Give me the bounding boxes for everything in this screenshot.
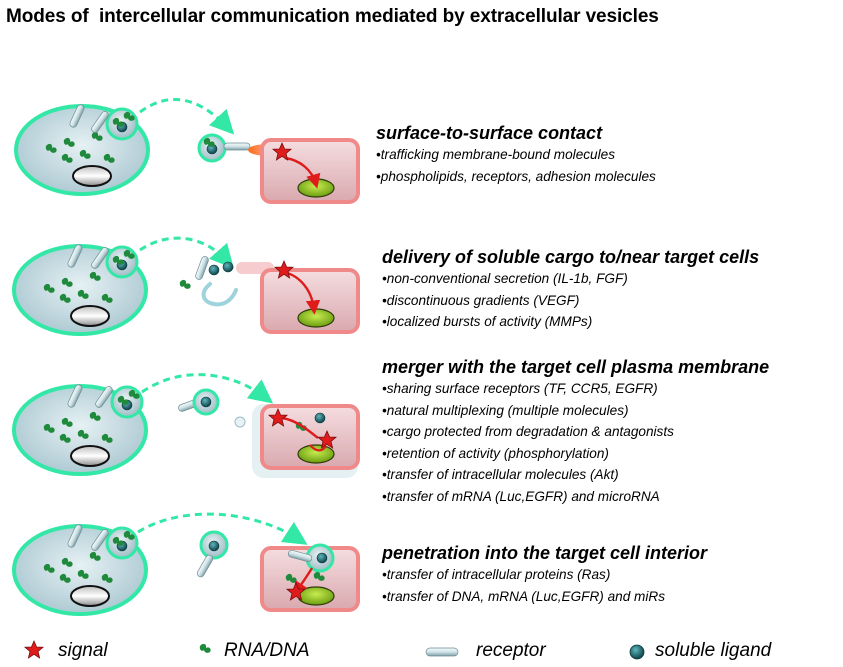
panel-1-heading: surface-to-surface contact (376, 123, 603, 143)
panel-3-bullet-1: •sharing surface receptors (TF, CCR5, EG… (382, 381, 658, 396)
page-title: Modes of intercellular communication med… (6, 6, 659, 27)
panel-1-illustration (16, 98, 360, 204)
panel-3-bullet-2: •natural multiplexing (multiple molecule… (382, 402, 629, 418)
legend-label-rna-dna: RNA/DNA (224, 640, 310, 661)
panel-3-bullet-5: •transfer of intracellular molecules (Ak… (382, 467, 619, 482)
panel-3-bullet-3: •cargo protected from degradation & anta… (382, 424, 674, 439)
ev-ruptured (179, 255, 274, 307)
panel-2-illustration (14, 236, 360, 334)
ev-internalized (287, 543, 335, 573)
panel-4-illustration (14, 512, 360, 614)
panel-2-text: delivery of soluble cargo to/near target… (382, 246, 759, 333)
panel-4-text: penetration into the target cell interio… (382, 542, 707, 607)
legend-label-signal: signal (58, 640, 108, 661)
soluble-ligand-icon (629, 644, 645, 660)
panel-3-illustration (14, 373, 360, 478)
legend-label-receptor: receptor (476, 640, 546, 661)
panel-2-bullet-1: •non-conventional secretion (IL-1b, FGF) (382, 271, 628, 286)
rna-dna-icon (199, 643, 211, 653)
panel-4-heading: penetration into the target cell interio… (382, 543, 708, 563)
panel-2-bullet-2: •discontinuous gradients (VEGF) (382, 292, 580, 308)
panel-4-bullet-1: •transfer of intracellular proteins (Ras… (382, 567, 611, 582)
panel-2-heading: delivery of soluble cargo to/near target… (382, 247, 760, 267)
panel-1-bullet-1: •trafficking membrane-bound molecules (376, 147, 615, 162)
panel-4-bullet-2: •transfer of DNA, mRNA (Luc,EGFR) and mi… (382, 588, 665, 604)
panel-3-bullet-4: •retention of activity (phosphorylation) (382, 445, 609, 461)
panel-2-bullet-3: •localized bursts of activity (MMPs) (382, 314, 593, 329)
panel-3-bullet-6: •transfer of mRNA (Luc,EGFR) and microRN… (382, 488, 660, 504)
legend-icons (24, 640, 645, 660)
panel-1-text: surface-to-surface contact •trafficking … (376, 122, 656, 187)
legend-label-soluble-ligand: soluble ligand (655, 640, 772, 661)
panel-3-text: merger with the target cell plasma membr… (382, 356, 769, 507)
panel-1-bullet-2: •phospholipids, receptors, adhesion mole… (376, 168, 656, 184)
ev-in-transit-4 (195, 530, 229, 579)
receptor-icon (425, 647, 459, 657)
star-icon (24, 640, 44, 659)
panel-3-heading: merger with the target cell plasma membr… (382, 357, 770, 377)
ev-in-transit (177, 388, 220, 416)
